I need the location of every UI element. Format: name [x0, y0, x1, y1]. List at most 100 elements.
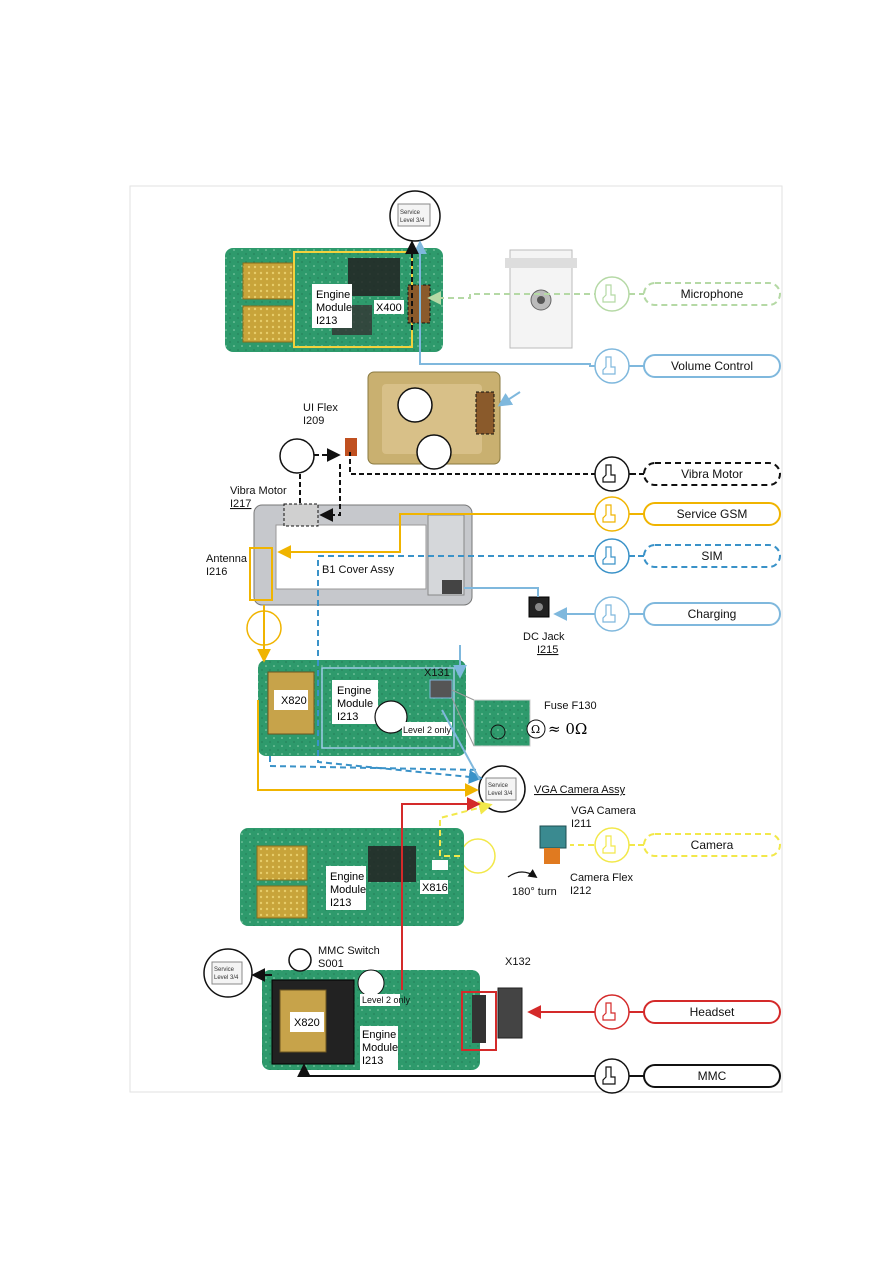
- screwdriver-icon: [602, 356, 616, 375]
- engine-module-2-label-2: Module: [337, 698, 373, 710]
- b1-cover-assy: [249, 503, 473, 606]
- screwdriver-icon: [602, 546, 616, 565]
- camera-flex-label-2: I212: [570, 885, 591, 897]
- service-box-top: Service Level 3/4: [389, 190, 441, 242]
- screwdriver-icon: [602, 835, 616, 854]
- connector-label-sim: SIM: [701, 549, 722, 563]
- x820b-label: X820: [294, 1017, 320, 1029]
- connector-pill: [643, 544, 781, 568]
- service-box-vga: Service Level 3/4: [478, 765, 526, 813]
- rotate-icon: [507, 869, 538, 879]
- engine-module-top-label-1: Engine: [316, 289, 350, 301]
- vga-camera-label-2: I211: [571, 818, 592, 830]
- camera-flex-label-1: Camera Flex: [570, 872, 633, 884]
- level2-label: Level 2 only: [403, 725, 452, 735]
- fuse-zoom: [451, 689, 531, 747]
- connector-label-charging: Charging: [688, 607, 737, 621]
- screwdriver-icon: [602, 604, 616, 623]
- engine-module-top-label-2: Module: [316, 302, 352, 314]
- engine-module-2-label-3: I213: [337, 711, 358, 723]
- ohm-meter-icon: [526, 719, 546, 739]
- x131-label: X131: [424, 667, 450, 679]
- connector-label-vibra-motor: Vibra Motor: [681, 467, 743, 481]
- antenna-label-2: I216: [206, 566, 227, 578]
- x400-label: X400: [376, 302, 402, 314]
- engine-module-2-label-1: Engine: [337, 685, 371, 697]
- ohm-value: ≈ 0Ω: [548, 720, 587, 738]
- tool-hand-icon: [460, 838, 496, 874]
- connector-pill: [643, 282, 781, 306]
- engine-module-4-label-2: Module: [362, 1042, 398, 1054]
- engine-module-3-label-2: Module: [330, 884, 366, 896]
- ohm-symbol-icon: Ω: [531, 723, 540, 736]
- engine-module-top-label-3: I213: [316, 315, 337, 327]
- connector-hand-icon: [594, 276, 630, 312]
- connector-hand-icon: [594, 496, 630, 532]
- connector-pill: [643, 1064, 781, 1088]
- dc-jack-label-1: DC Jack: [523, 631, 565, 643]
- vga-camera-assy-label: VGA Camera Assy: [534, 784, 626, 796]
- x132-label: X132: [505, 956, 531, 968]
- flow-lines: [251, 240, 646, 1078]
- antenna-label-1: Antenna: [206, 553, 248, 565]
- x816-label: X816: [422, 882, 448, 894]
- connector-label-microphone: Microphone: [681, 287, 744, 301]
- x820-label: X820: [281, 695, 307, 707]
- ui-flex-label-2: I209: [303, 415, 324, 427]
- mmc-switch-label-1: MMC Switch: [318, 945, 380, 957]
- screwdriver-icon: [602, 504, 616, 523]
- level2b-label: Level 2 only: [362, 995, 411, 1005]
- connector-label-headset: Headset: [690, 1005, 735, 1019]
- service-box-mmc-text-1: Service: [214, 967, 235, 973]
- connector-hand-icon: [594, 827, 630, 863]
- tool-hand-icon: [279, 438, 315, 474]
- engine-module-board-4: [262, 969, 523, 1070]
- fuse-label: Fuse F130: [544, 700, 597, 712]
- service-box-vga-text-2: Level 3/4: [488, 791, 513, 797]
- engine-module-board-top: Engine Module I213 X400: [225, 248, 443, 352]
- engine-module-4-label-1: Engine: [362, 1029, 396, 1041]
- service-box-vga-text-1: Service: [488, 783, 509, 789]
- connector-hand-icon: [594, 994, 630, 1030]
- connector-hand-icon: [594, 1058, 630, 1094]
- engine-module-3-label-3: I213: [330, 897, 351, 909]
- connector-pill: [643, 462, 781, 486]
- engine-module-3-label-1: Engine: [330, 871, 364, 883]
- connector-hand-icon: [594, 456, 630, 492]
- connector-pill: [643, 502, 781, 526]
- vga-camera-part: [539, 825, 567, 864]
- connector-label-service-gsm: Service GSM: [677, 507, 748, 521]
- connector-pill: [643, 354, 781, 378]
- connector-hand-icon: [594, 348, 630, 384]
- turn-label: 180° turn: [512, 886, 557, 898]
- connector-hand-icon: [594, 538, 630, 574]
- connector-label-camera: Camera: [691, 838, 734, 852]
- screwdriver-icon: [602, 464, 616, 483]
- mmc-switch-label-2: S001: [318, 958, 344, 970]
- vga-camera-label-1: VGA Camera: [571, 805, 637, 817]
- service-box-mmc-text-2: Level 3/4: [214, 975, 239, 981]
- service-box-top-text-2: Level 3/4: [400, 218, 425, 224]
- engine-module-4-label-3: I213: [362, 1055, 383, 1067]
- ohm-meter-icon: [288, 948, 312, 972]
- screwdriver-icon: [602, 1002, 616, 1021]
- vibra-motor-label-1: Vibra Motor: [230, 485, 287, 497]
- connector-pill: [643, 833, 781, 857]
- engine-module-board-3: [240, 828, 464, 926]
- dc-jack-label-2: I215: [537, 644, 558, 656]
- connector-label-mmc: MMC: [698, 1069, 727, 1083]
- ui-flex-label-1: UI Flex: [303, 402, 338, 414]
- dc-jack-part: [528, 596, 550, 618]
- screwdriver-icon: [602, 284, 616, 303]
- microphone-part: [505, 249, 577, 349]
- connector-pill: [643, 602, 781, 626]
- b1-cover-label: B1 Cover Assy: [322, 564, 395, 576]
- service-box-mmc: Service Level 3/4: [203, 948, 253, 998]
- screwdriver-icon: [602, 1066, 616, 1085]
- vibra-motor-label-2: I217: [230, 498, 251, 510]
- connector-label-volume-control: Volume Control: [671, 359, 753, 373]
- engine-module-board-2: [258, 660, 466, 756]
- connector-pill: [643, 1000, 781, 1024]
